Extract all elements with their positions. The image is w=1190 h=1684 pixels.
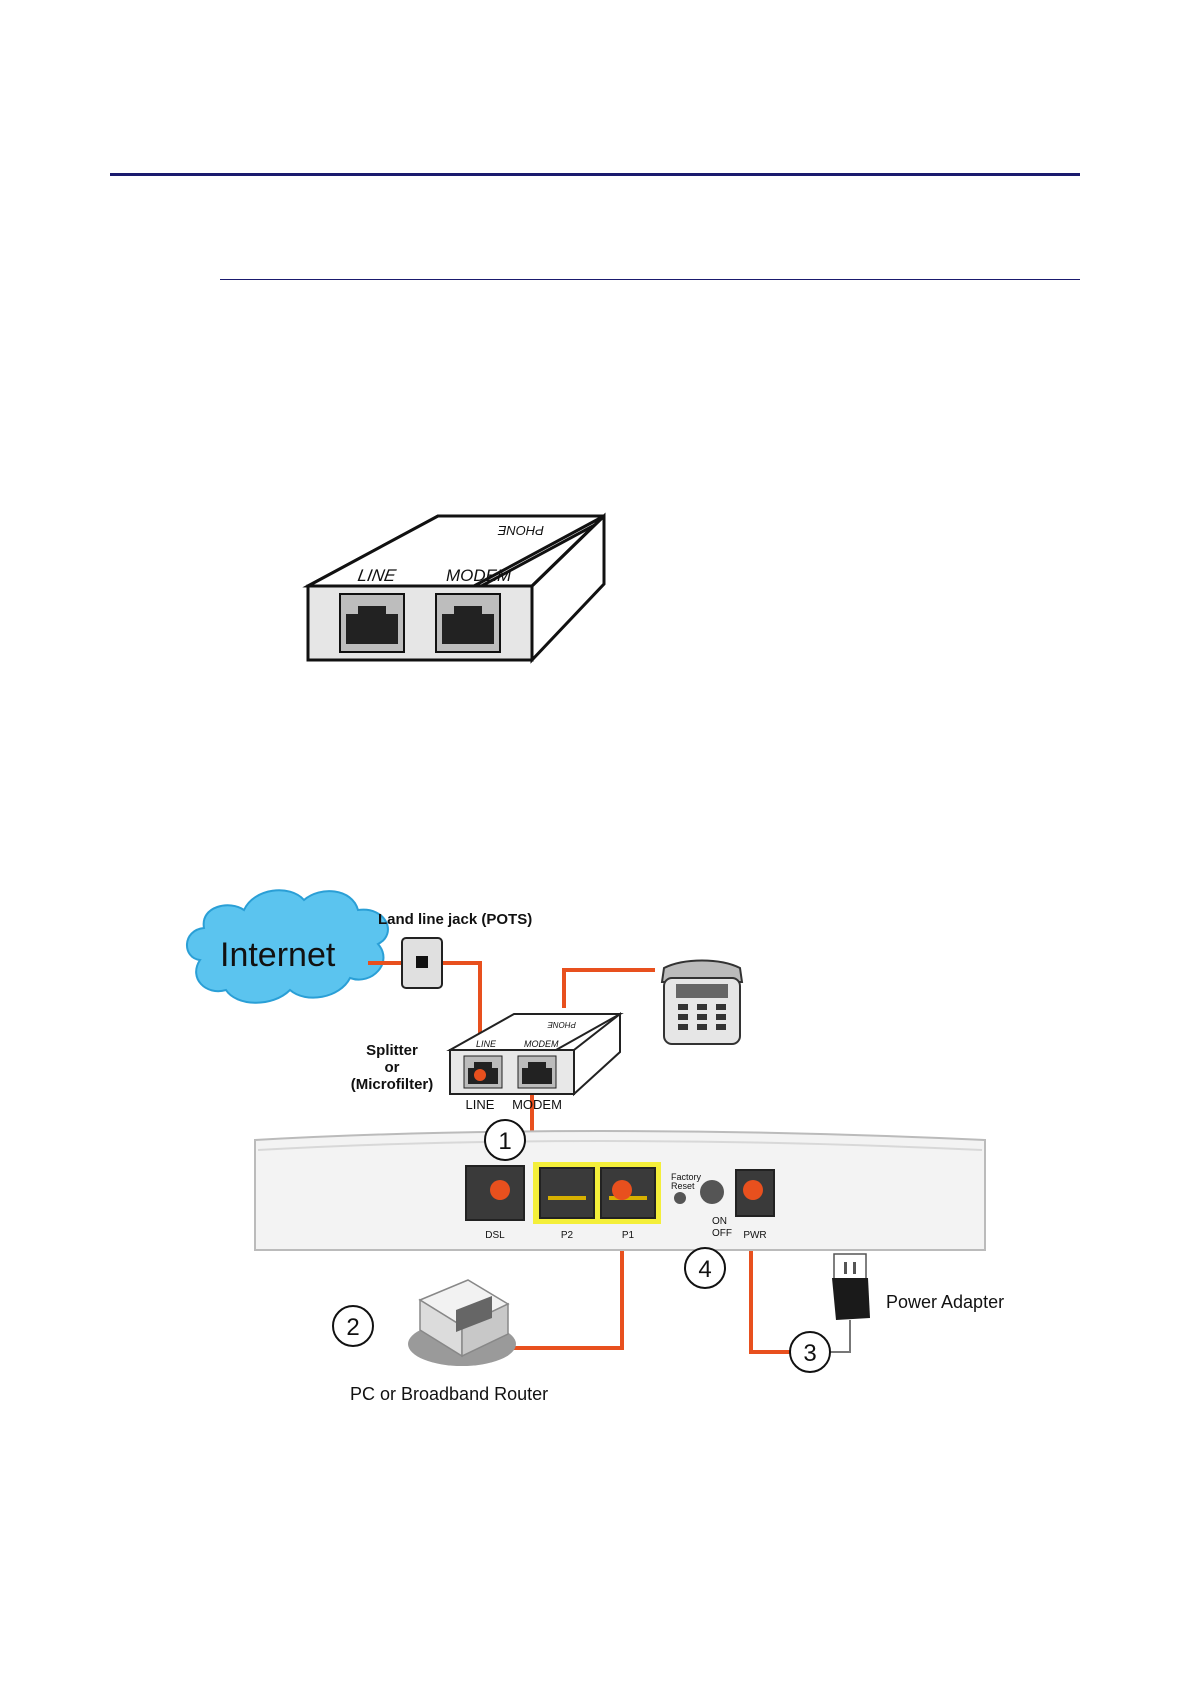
port-label-dsl: DSL — [485, 1230, 505, 1241]
port-label-p1: P1 — [622, 1230, 635, 1241]
modem-back-panel: Factory Reset ON OFF DSL P2 P1 PWR — [255, 1131, 985, 1250]
splitter-figure: LINE MODEM PHONE — [308, 516, 604, 660]
connection-diagram: Internet Land line jack (POTS) — [187, 890, 1004, 1404]
telephone-icon — [662, 961, 742, 1045]
splitter-small-modem: MODEM — [524, 1039, 559, 1049]
splitter-label-3: (Microfilter) — [351, 1076, 434, 1093]
step-2-label: 2 — [346, 1314, 359, 1341]
splitter-line-label: LINE — [356, 565, 398, 585]
splitter-small: LINE MODEM PHONE — [450, 1014, 620, 1094]
splitter-label-1: Splitter — [366, 1042, 418, 1059]
internet-label: Internet — [220, 936, 336, 974]
internet-cloud: Internet — [187, 890, 388, 1002]
jack-label: Land line jack (POTS) — [378, 911, 532, 928]
step-1-label: 1 — [498, 1128, 511, 1155]
power-switch — [700, 1180, 724, 1204]
splitter-modem-caption: MODEM — [512, 1097, 562, 1112]
port-label-p2: P2 — [561, 1230, 574, 1241]
factory-reset-label-2: Reset — [671, 1181, 695, 1191]
factory-reset-button — [674, 1192, 686, 1204]
p2-port — [540, 1168, 594, 1218]
port-label-pwr: PWR — [743, 1230, 766, 1241]
pc-icon — [408, 1280, 516, 1366]
splitter-line-caption: LINE — [466, 1097, 495, 1112]
step-4-label: 4 — [698, 1256, 711, 1283]
on-label: ON — [712, 1216, 727, 1227]
power-adapter-label: Power Adapter — [886, 1292, 1004, 1312]
splitter-small-phone: PHONE — [547, 1020, 576, 1029]
off-label: OFF — [712, 1228, 732, 1239]
step-3-label: 3 — [803, 1340, 816, 1367]
cable-phone — [564, 970, 655, 1008]
land-line-jack: Land line jack (POTS) — [378, 911, 532, 988]
splitter-modem-label: MODEM — [446, 566, 512, 585]
splitter-label-2: or — [385, 1059, 400, 1076]
splitter-phone-label: PHONE — [497, 523, 544, 538]
pc-label: PC or Broadband Router — [350, 1384, 548, 1404]
splitter-small-line: LINE — [476, 1039, 497, 1049]
